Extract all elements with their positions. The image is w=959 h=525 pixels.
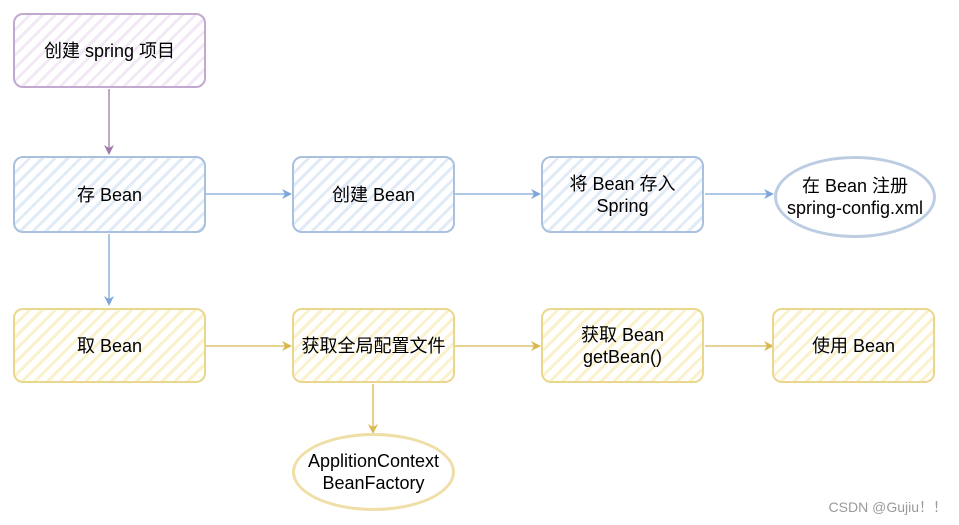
node-create-bean: 创建 Bean <box>292 156 455 233</box>
node-get-config-label: 获取全局配置文件 <box>301 335 446 356</box>
node-application-context: ApplitionContext BeanFactory <box>292 433 455 511</box>
node-register-config-line1: 在 Bean 注册 <box>801 176 909 196</box>
node-get-bean: 取 Bean <box>13 308 206 383</box>
node-register-config-line2: spring-config.xml <box>786 198 924 218</box>
node-put-into-spring: 将 Bean 存入 Spring <box>541 156 704 233</box>
node-put-into-spring-line2: Spring <box>596 195 649 216</box>
node-create-project-label: 创建 spring 项目 <box>43 40 176 61</box>
node-fetch-bean-line2: getBean() <box>582 346 663 367</box>
node-create-bean-label: 创建 Bean <box>331 184 416 205</box>
node-store-bean: 存 Bean <box>13 156 206 233</box>
node-application-context-line2: BeanFactory <box>322 473 425 493</box>
watermark-text: CSDN @Gujiu！！ <box>828 499 947 515</box>
node-use-bean-label: 使用 Bean <box>811 335 896 356</box>
node-get-config: 获取全局配置文件 <box>292 308 455 383</box>
node-fetch-bean: 获取 Bean getBean() <box>541 308 704 383</box>
node-register-config: 在 Bean 注册 spring-config.xml <box>774 156 936 238</box>
node-use-bean: 使用 Bean <box>772 308 935 383</box>
node-put-into-spring-line1: 将 Bean 存入 <box>569 173 676 194</box>
node-store-bean-label: 存 Bean <box>76 184 143 205</box>
node-application-context-line1: ApplitionContext <box>307 451 440 471</box>
node-create-project: 创建 spring 项目 <box>13 13 206 88</box>
node-fetch-bean-line1: 获取 Bean <box>580 324 665 345</box>
node-get-bean-label: 取 Bean <box>76 335 143 356</box>
